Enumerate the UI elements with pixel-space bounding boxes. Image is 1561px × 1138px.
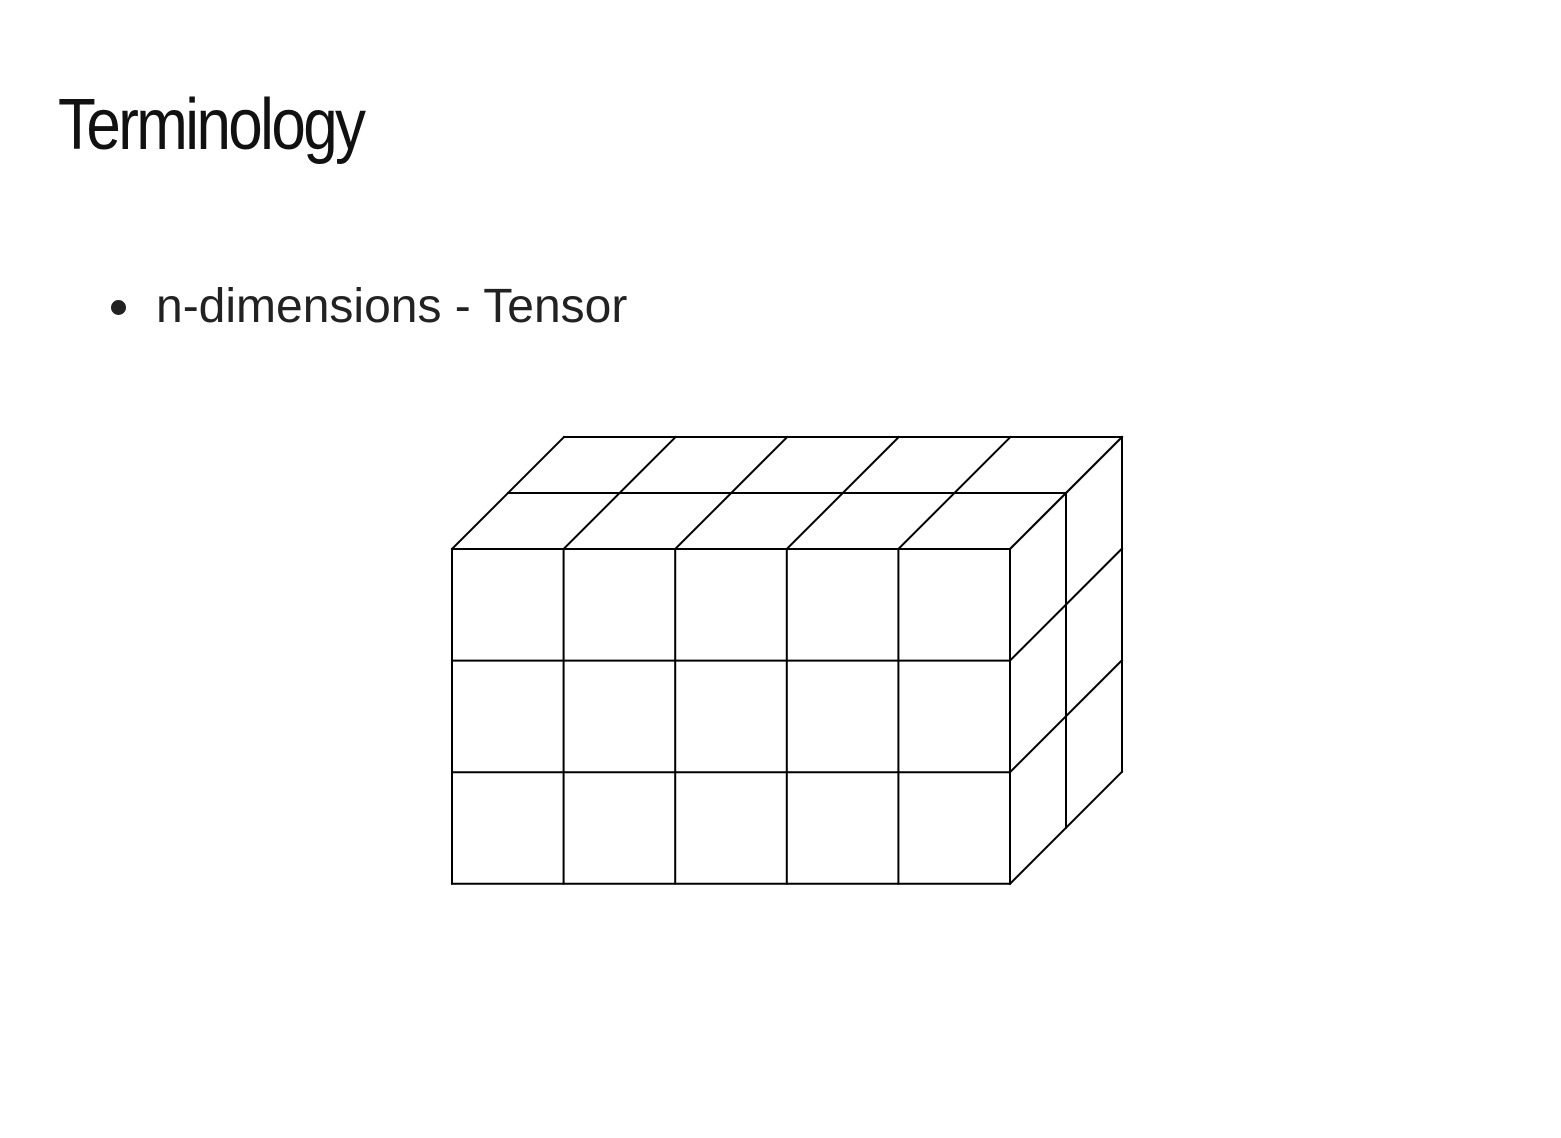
- right-face-diagonal-line: [1008, 435, 1124, 551]
- bullet-list: n-dimensions - Tensor: [106, 278, 627, 336]
- top-face-diagonal-line: [673, 435, 789, 551]
- bullet-text: n-dimensions - Tensor: [156, 280, 628, 333]
- top-face-diagonal-line: [450, 435, 566, 551]
- right-face-diagonal-line: [1008, 658, 1124, 774]
- slide-title: Terminology: [58, 85, 366, 165]
- bullet-item: n-dimensions - Tensor: [106, 278, 627, 336]
- bullet-dot-icon: [111, 299, 126, 315]
- top-face-diagonal-line: [1008, 435, 1124, 551]
- top-face-diagonal-line: [562, 435, 678, 551]
- right-face-diagonal-line: [1008, 547, 1124, 663]
- right-face-diagonal-line: [1008, 770, 1124, 886]
- top-face-diagonal-line: [896, 435, 1012, 551]
- top-face-diagonal-line: [785, 435, 901, 551]
